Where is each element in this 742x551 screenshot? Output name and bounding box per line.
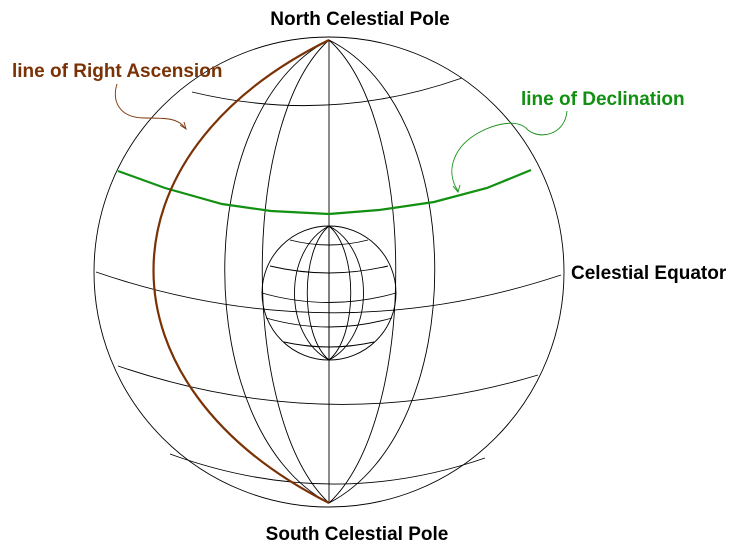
earth-parallel — [289, 239, 369, 246]
declination-arrowhead — [452, 184, 461, 193]
declination-pointer — [451, 110, 568, 192]
declination-line — [117, 168, 532, 216]
parallel-line — [95, 271, 562, 314]
meridian-line — [224, 39, 330, 504]
parallel-line — [117, 365, 539, 405]
south-pole-label: South Celestial Pole — [266, 524, 449, 545]
earth-meridian — [306, 225, 330, 361]
parallel-line — [169, 453, 486, 485]
sphere-outline — [93, 36, 565, 508]
right-ascension-pointer — [115, 83, 186, 129]
earth-globe — [261, 225, 397, 361]
earth-meridian — [328, 225, 364, 361]
earth-parallel — [283, 341, 375, 348]
north-pole-label: North Celestial Pole — [270, 9, 450, 30]
celestial-sphere — [93, 36, 565, 508]
right-ascension-line — [152, 39, 330, 504]
meridian-line — [328, 39, 397, 504]
earth-parallel — [265, 317, 393, 328]
earth-parallel — [269, 265, 389, 274]
meridian-line — [261, 39, 330, 504]
earth-parallel — [261, 292, 397, 303]
right-ascension-label: line of Right Ascension — [12, 61, 222, 82]
earth-meridian — [328, 225, 352, 361]
meridian-line — [328, 39, 436, 504]
earth-meridian — [294, 225, 330, 361]
equator-label: Celestial Equator — [571, 263, 727, 284]
parallel-line — [191, 77, 463, 107]
declination-label: line of Declination — [521, 89, 685, 110]
right-ascension-arrowhead — [179, 121, 187, 131]
